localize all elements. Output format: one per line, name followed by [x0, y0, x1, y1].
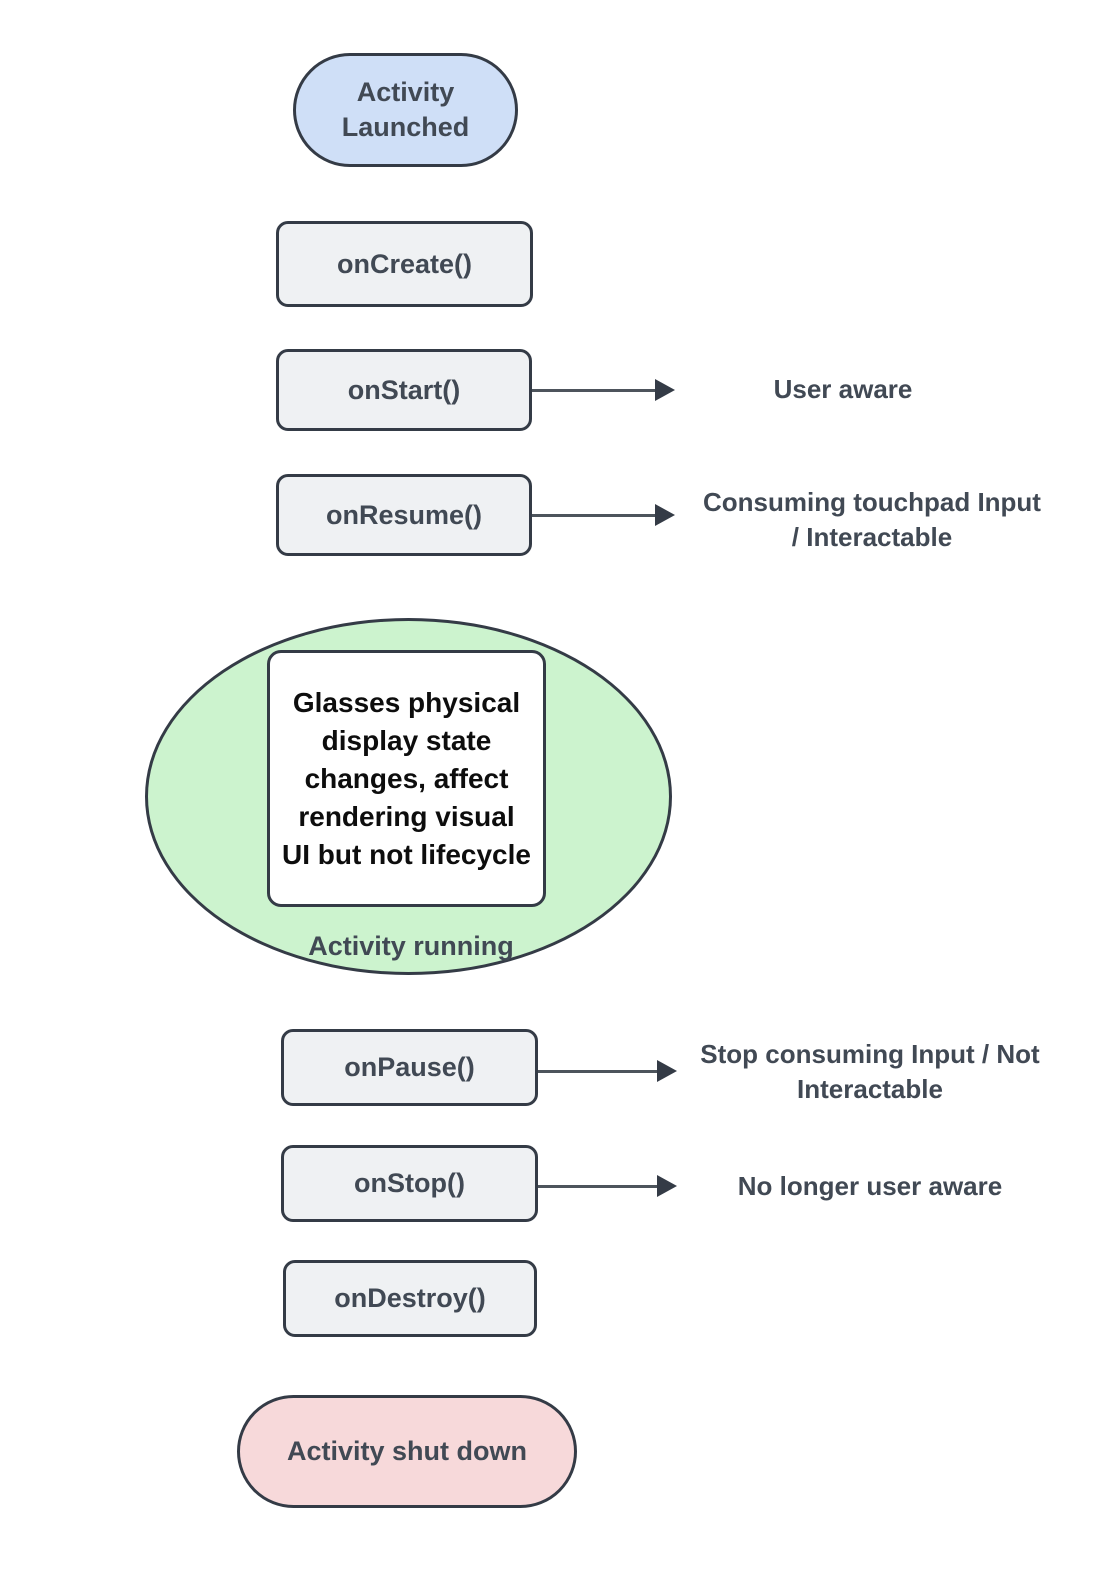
on-resume-annotation: Consuming touchpad Input / Interactable [703, 487, 1041, 552]
on-start-arrow [532, 379, 675, 401]
on-pause-node: onPause() [281, 1029, 538, 1106]
on-stop-annotation: No longer user aware [737, 1171, 1003, 1201]
on-create-node: onCreate() [276, 221, 533, 307]
running-note-text: Glasses physical display state changes, … [282, 686, 531, 870]
arrow-line [532, 513, 655, 517]
arrow-head-icon [657, 1060, 677, 1082]
on-resume-label: onResume() [325, 499, 482, 530]
on-resume-node: onResume() [276, 474, 532, 556]
arrow-line [538, 1184, 657, 1188]
on-pause-annotation: Stop consuming Input / Not Interactable [700, 1039, 1040, 1104]
on-stop-node: onStop() [281, 1145, 538, 1222]
arrow-head-icon [655, 504, 675, 526]
arrow-line [532, 388, 655, 392]
on-start-label: onStart() [347, 374, 461, 405]
on-resume-arrow [532, 504, 675, 526]
on-destroy-label: onDestroy() [334, 1283, 486, 1313]
running-note-box: Glasses physical display state changes, … [267, 650, 546, 907]
on-stop-label: onStop() [354, 1168, 465, 1198]
arrow-head-icon [657, 1175, 677, 1197]
on-start-node: onStart() [276, 349, 532, 431]
on-stop-arrow [538, 1175, 677, 1197]
on-start-annotation: User aware [773, 374, 913, 404]
on-destroy-node: onDestroy() [283, 1260, 537, 1337]
on-create-label: onCreate() [336, 248, 472, 279]
activity-running-label: Activity running [308, 931, 514, 961]
arrow-line [538, 1069, 657, 1073]
activity-launched-node: Activity Launched [293, 53, 518, 167]
activity-shut-down-label: Activity shut down [286, 1436, 527, 1466]
activity-launched-label: Activity Launched [341, 77, 470, 142]
activity-shut-down-node: Activity shut down [237, 1395, 577, 1508]
on-pause-arrow [538, 1060, 677, 1082]
arrow-head-icon [655, 379, 675, 401]
on-pause-label: onPause() [344, 1052, 475, 1082]
